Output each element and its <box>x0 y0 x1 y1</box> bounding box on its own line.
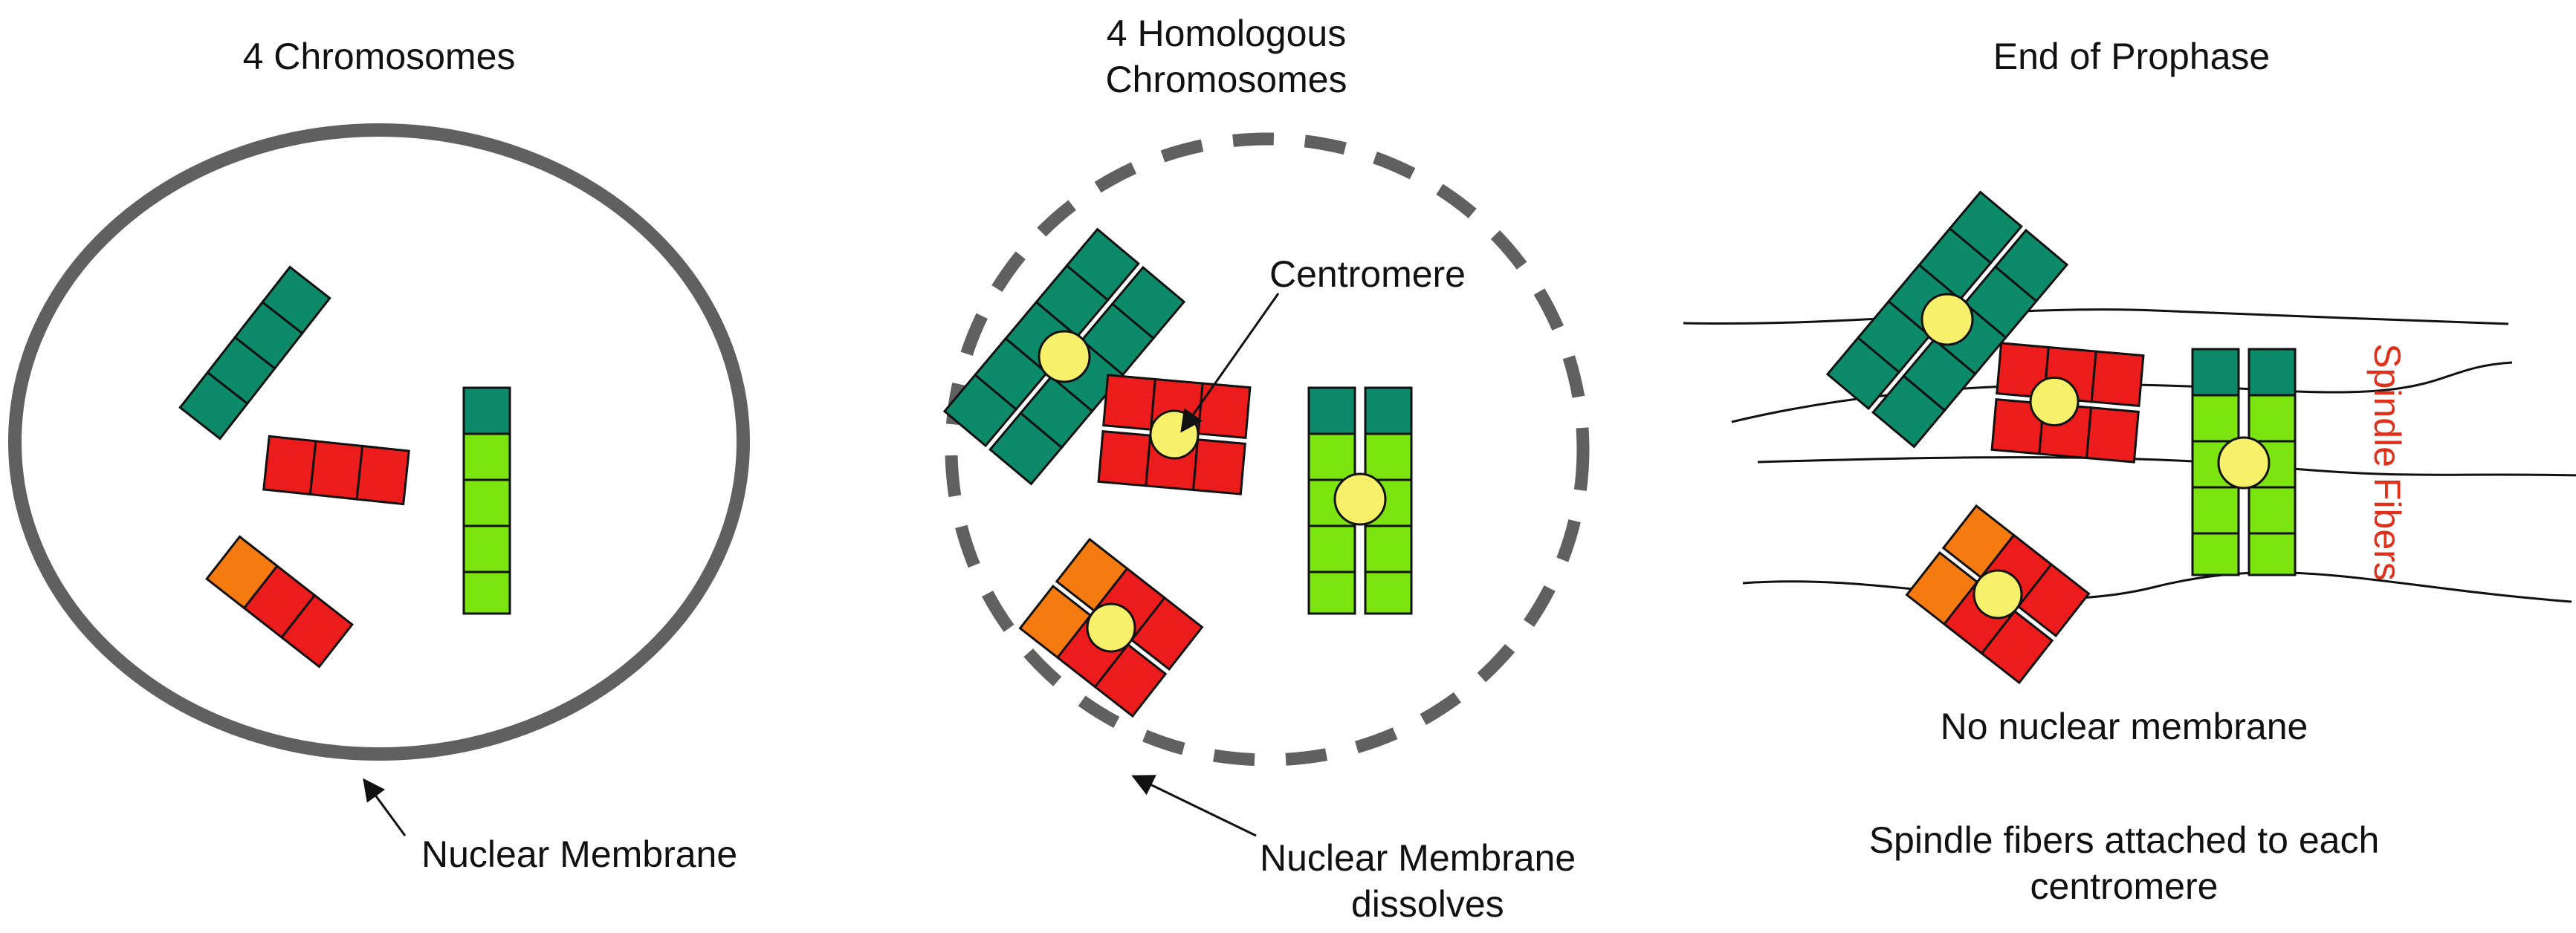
centromere-arrow <box>1180 293 1280 433</box>
chromosome-orange-red <box>205 535 354 669</box>
homolog-pair-light-green <box>1307 386 1413 615</box>
homolog-pair-red <box>1097 374 1252 495</box>
nuclear-membrane-label: Nuclear Membrane <box>421 833 737 875</box>
membrane-dissolves-arrow <box>1131 775 1257 837</box>
homolog-pair-dark-green <box>942 227 1186 486</box>
spindle-fibers-label: Spindle Fibers <box>2366 343 2408 581</box>
homolog-pair-orange-red <box>1018 537 1204 718</box>
centromere <box>2029 376 2080 426</box>
homolog-pair-red-attached <box>1990 342 2145 464</box>
spindle-attached-label-line1: Spindle fibers attached to each <box>1869 819 2380 861</box>
spindle-fiber <box>1683 308 2509 325</box>
panel-title-middle-line2: Chromosomes <box>1105 59 1347 100</box>
panel-title-middle-line1: 4 Homologous <box>1107 13 1346 54</box>
nuclear-membrane-dissolving <box>945 132 1590 767</box>
centromere-label: Centromere <box>1269 253 1466 295</box>
centromere <box>1038 330 1091 383</box>
no-nuclear-membrane-label: No nuclear membrane <box>1941 706 2308 747</box>
homolog-pair-orange-red-attached <box>1905 504 2091 685</box>
centromere <box>1086 602 1136 653</box>
chromosome-red <box>262 435 410 506</box>
centromere <box>2217 436 2271 490</box>
panel-end-of-prophase: End of Prophase <box>1683 36 2576 907</box>
spindle-fibers <box>1683 308 2576 603</box>
panel-title-left: 4 Chromosomes <box>243 36 516 77</box>
panel-homologous-chromosomes: 4 Homologous Chromosomes <box>942 13 1590 925</box>
centromere <box>1920 293 1974 346</box>
spindle-fiber <box>1757 456 2576 477</box>
centromere <box>1973 569 2023 620</box>
homolog-pair-light-green-attached <box>2191 348 2297 576</box>
membrane-dissolves-label-line1: Nuclear Membrane <box>1260 837 1576 879</box>
nuclear-membrane-arrow <box>363 778 407 836</box>
chromosome-dark-green <box>178 265 331 441</box>
homolog-pair-dark-green-attached <box>1825 190 2069 449</box>
spindle-attached-label-line2: centromere <box>2030 865 2219 907</box>
panel-title-right: End of Prophase <box>1993 36 2271 77</box>
membrane-dissolves-label-line2: dissolves <box>1351 883 1504 925</box>
chromosome-light-green <box>462 386 511 615</box>
nuclear-membrane-intact <box>8 123 750 761</box>
panel-four-chromosomes: 4 Chromosomes N <box>8 36 750 875</box>
centromere <box>1333 472 1387 526</box>
spindle-fiber <box>1742 571 2572 603</box>
